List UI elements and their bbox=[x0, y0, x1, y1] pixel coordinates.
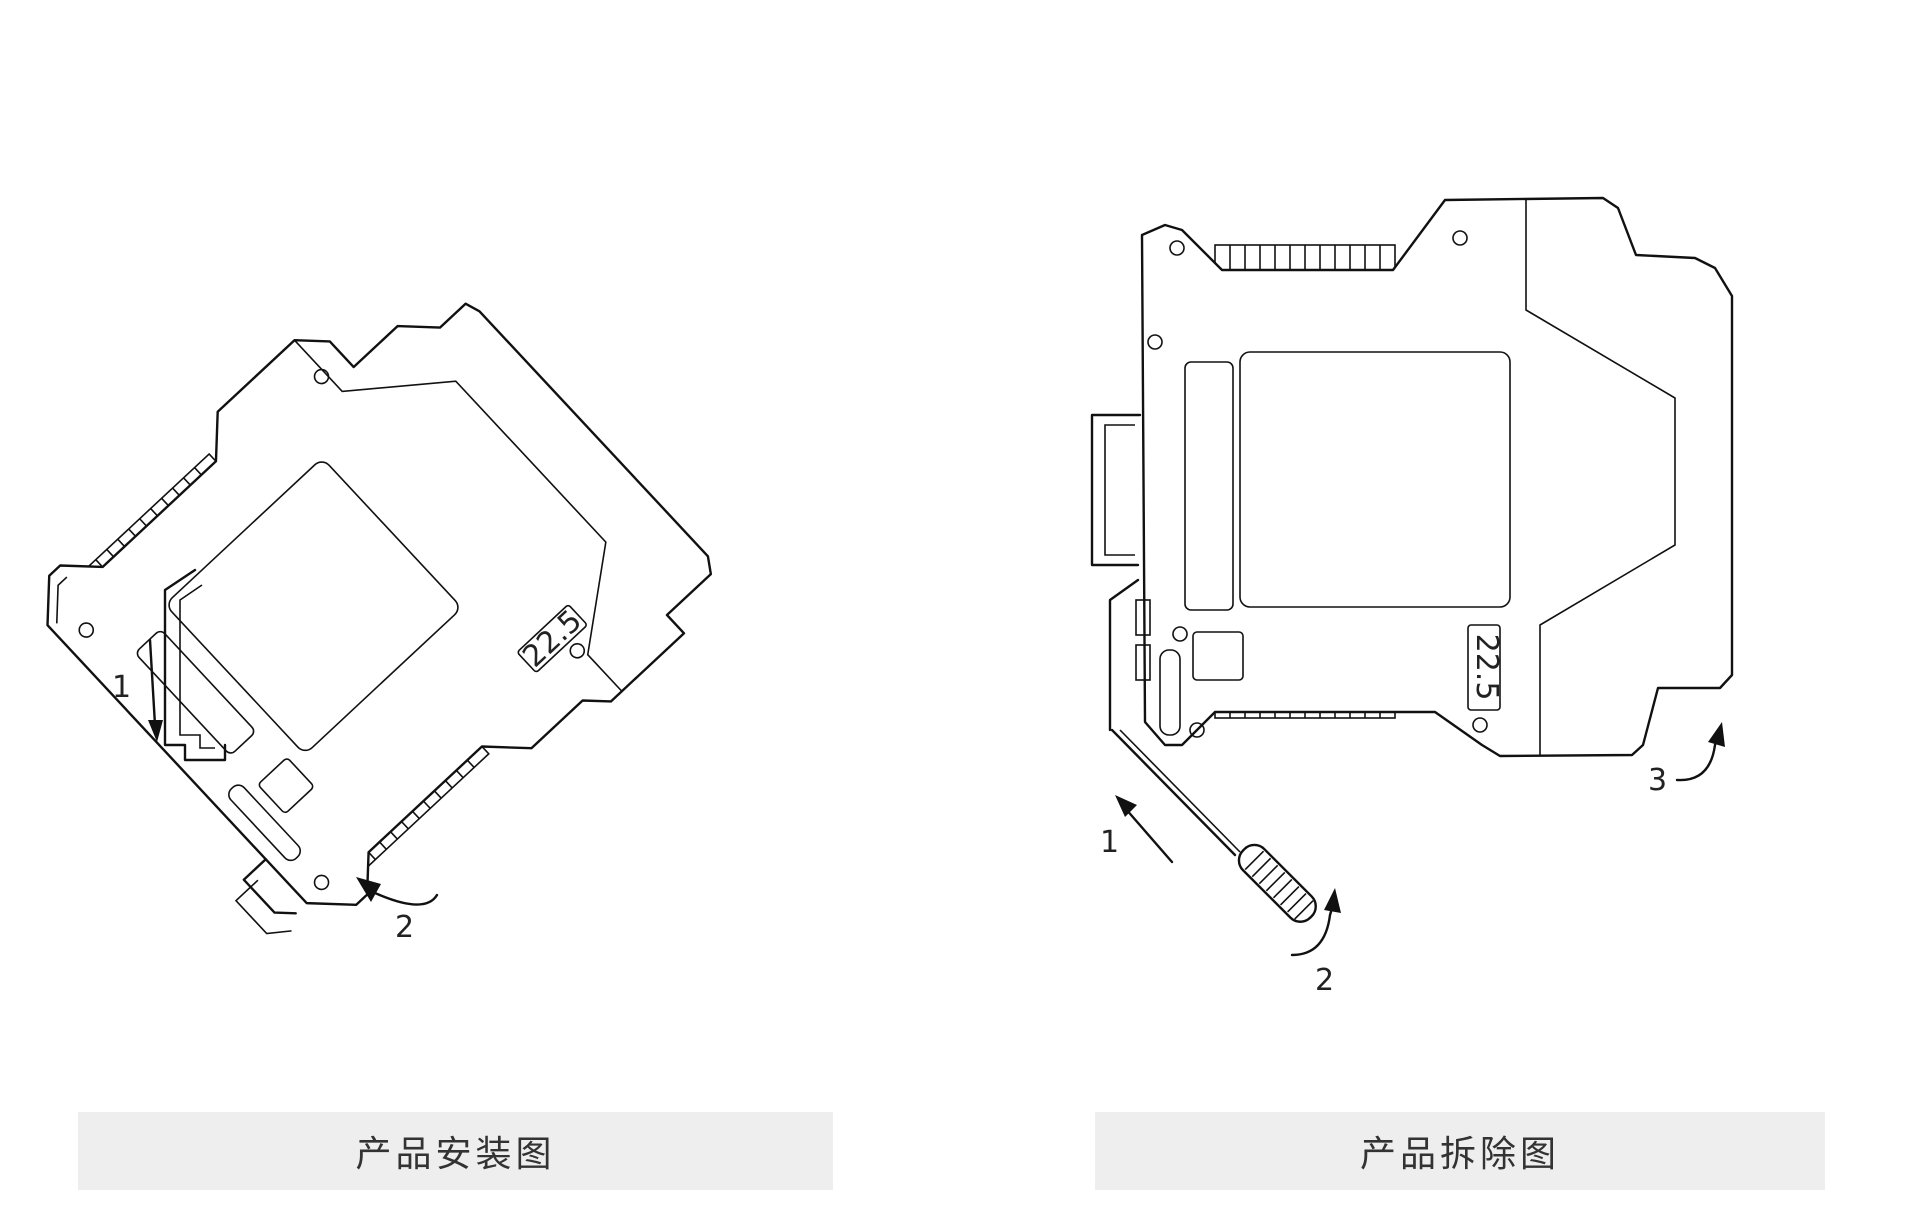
removal-step-1-label: 1 bbox=[1100, 825, 1119, 860]
width-badge bbox=[517, 604, 587, 673]
screwdriver bbox=[1110, 728, 1317, 923]
removal-led-window bbox=[1184, 361, 1234, 611]
removal-caption: 产品拆除图 bbox=[1095, 1112, 1825, 1190]
removal-label-window bbox=[1239, 351, 1511, 608]
removal-arrow-step-2 bbox=[1290, 888, 1341, 957]
installation-module: 22.5 bbox=[46, 302, 713, 935]
arrow-step-2 bbox=[356, 877, 439, 906]
top-terminal-ribs bbox=[1214, 244, 1396, 274]
installation-drawing: 22.5 1 2 bbox=[46, 302, 713, 945]
step-2-label: 2 bbox=[395, 910, 414, 945]
removal-slot-window bbox=[1159, 649, 1181, 736]
installation-caption: 产品安装图 bbox=[78, 1112, 833, 1190]
housing-outline bbox=[46, 302, 713, 907]
slot-window bbox=[228, 784, 302, 862]
removal-drawing: 22.5 1 bbox=[1090, 196, 1734, 998]
removal-width-badge-text: 22.5 bbox=[1469, 634, 1504, 701]
removal-caption-text: 产品拆除图 bbox=[1359, 1134, 1560, 1175]
removal-module: 22.5 bbox=[1090, 196, 1734, 758]
removal-din-rail bbox=[1090, 413, 1142, 567]
removal-small-window bbox=[1192, 631, 1244, 681]
installation-caption-text: 产品安装图 bbox=[355, 1134, 556, 1175]
removal-housing-outline bbox=[1140, 196, 1734, 758]
installation-diagram: 22.5 1 2 bbox=[46, 302, 713, 945]
removal-diagram: 22.5 1 bbox=[960, 0, 1920, 1213]
label-window bbox=[168, 461, 459, 752]
removal-arrow-step-3 bbox=[1675, 722, 1725, 782]
removal-step-3-label: 3 bbox=[1648, 763, 1667, 798]
arrow-step-1 bbox=[148, 638, 163, 742]
led-window bbox=[136, 630, 255, 754]
removal-arrow-step-1 bbox=[1115, 795, 1174, 864]
small-window bbox=[258, 758, 314, 814]
removal-step-2-label: 2 bbox=[1315, 963, 1334, 998]
removal-width-badge bbox=[1467, 624, 1501, 711]
din-rail bbox=[163, 568, 227, 762]
step-1-label: 1 bbox=[112, 670, 131, 705]
